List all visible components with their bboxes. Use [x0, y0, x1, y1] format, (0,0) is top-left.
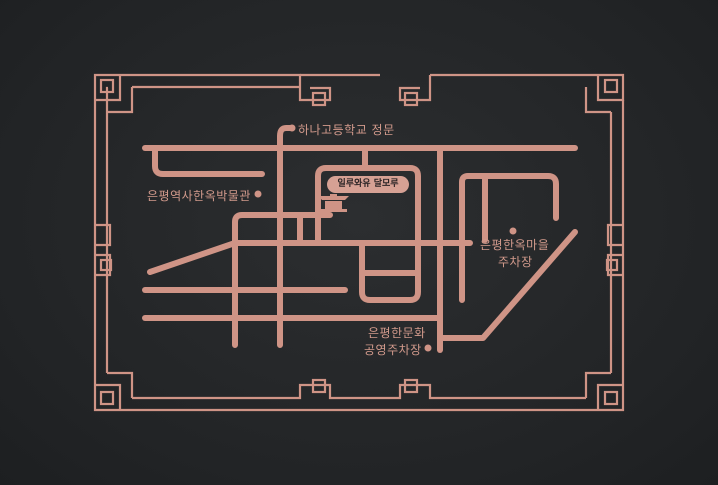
hanok-parking-label-line1: 은평한옥마을 — [480, 238, 550, 252]
school-gate-dot — [288, 124, 296, 132]
culture-parking-label-line1: 은평한문화 — [368, 326, 426, 340]
culture-parking-label-line2: 공영주차장 — [364, 343, 422, 357]
school-gate-label: 하나고등학교 정문 — [298, 123, 395, 137]
museum-dot — [254, 190, 262, 198]
roads — [142, 125, 578, 353]
hanok-parking-label-line2: 주차장 — [498, 255, 533, 269]
hanok-parking-dot — [509, 227, 517, 235]
lattice-frame — [93, 73, 625, 412]
venue-label: 일루와유 달모루 — [327, 176, 409, 193]
culture-parking-dot — [424, 344, 432, 352]
museum-label: 은평역사한옥박물관 — [147, 189, 251, 203]
landmark-dots — [254, 124, 517, 352]
hanok-building-icon — [318, 194, 349, 212]
